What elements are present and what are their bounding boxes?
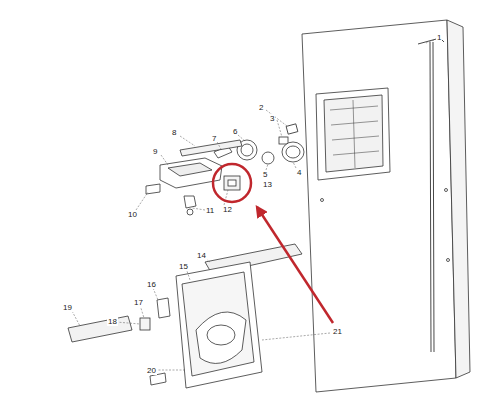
callout-number: 5 (262, 170, 268, 179)
callout-number: 17 (133, 298, 144, 307)
actuator-rod (418, 38, 444, 352)
callout-number: 18 (107, 317, 118, 326)
callout-number: 12 (222, 205, 233, 214)
lower-housing (68, 244, 302, 388)
leader-lines (72, 40, 434, 370)
callout-number: 6 (232, 127, 238, 136)
dispenser-parts (146, 124, 304, 215)
callout-number: 14 (196, 251, 207, 260)
callout-number: 15 (178, 262, 189, 271)
callout-number: 3 (269, 114, 275, 123)
callout-number: 20 (146, 366, 157, 375)
callout-number: 7 (211, 134, 217, 143)
callout-number: 2 (258, 103, 264, 112)
callout-number: 16 (146, 280, 157, 289)
callout-number: 4 (296, 168, 302, 177)
door-panel (302, 20, 470, 392)
callout-number: 13 (262, 180, 273, 189)
callout-number: 1 (436, 33, 442, 42)
callout-number: 8 (171, 128, 177, 137)
callout-number: 11 (205, 206, 215, 215)
callout-number: 21 (332, 327, 343, 336)
highlight (213, 164, 333, 323)
callout-number: 10 (127, 210, 138, 219)
callout-number: 19 (62, 303, 73, 312)
callout-number: 9 (152, 147, 158, 156)
